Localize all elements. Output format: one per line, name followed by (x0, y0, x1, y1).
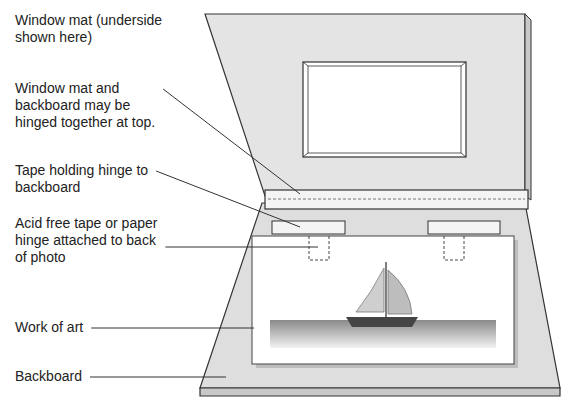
hull (346, 317, 418, 327)
backboard-edge (200, 388, 560, 396)
leader-line (165, 247, 318, 248)
part-label: Tape holding hinge to backboard (15, 162, 165, 196)
tape-piece (272, 221, 345, 234)
leader-line (156, 171, 300, 227)
hinge-fold (268, 199, 525, 200)
work-of-art (252, 236, 514, 364)
backboard (200, 203, 560, 388)
tape-piece (428, 221, 500, 234)
leader-line (90, 377, 226, 378)
part-label: Window mat (underside shown here) (15, 12, 165, 46)
window-mat-edge (525, 14, 531, 200)
window-opening (303, 62, 466, 157)
part-label: Work of art (15, 319, 83, 336)
hinge-tape (265, 190, 528, 209)
sail (388, 270, 412, 314)
mast (385, 262, 387, 318)
callout-note: Window mat and backboard may be hinged t… (15, 80, 165, 131)
part-label: Backboard (15, 368, 82, 385)
leader-line (163, 89, 300, 194)
leader-line (91, 328, 254, 329)
window-mat (205, 14, 525, 196)
part-label: Acid free tape or paper hinge attached t… (15, 215, 165, 266)
sail (356, 268, 384, 312)
window-bevel (308, 66, 461, 153)
